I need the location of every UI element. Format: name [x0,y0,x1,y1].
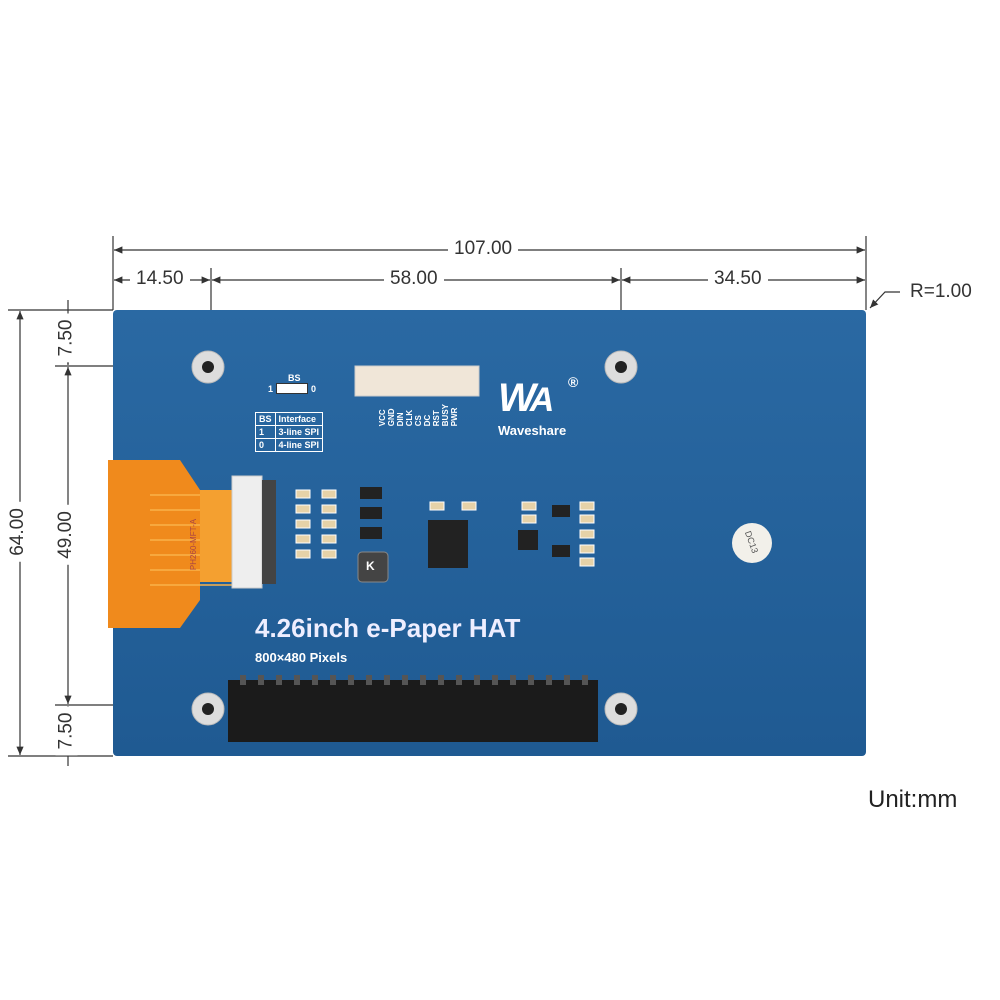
sticker [732,523,772,563]
pin-label: BUSY [441,404,450,427]
pin-label: CLK [405,409,414,427]
registered-mark: ® [568,374,579,390]
pin-label: GND [387,408,396,427]
gpio-header [228,680,598,742]
board-title: 4.26inch e-Paper HAT [255,613,521,643]
dim-total-width: 107.00 [448,238,519,260]
dim-hole-spacing: 58.00 [384,268,444,290]
pin-label: PWR [450,407,459,427]
table-header: BS [255,412,276,426]
driver-ic [428,520,468,568]
bs-jumper [276,383,309,394]
fpc-connector [231,475,276,589]
fpc-cable [108,460,235,628]
board-subtitle: 800×480 Pixels [255,650,348,665]
bs-selector: BS 1 0 [268,373,316,394]
inductor [357,551,389,583]
table-header: Interface [274,412,324,426]
pin-connector [354,365,480,397]
inductor-mark: K [366,559,375,573]
pin-label: DC [423,414,432,427]
table-cell: 1 [255,425,276,439]
dim-right-offset: 34.50 [708,268,768,290]
unit-label: Unit:mm [868,786,958,813]
table-cell: 4-line SPI [274,438,324,452]
bs-one: 1 [268,383,274,394]
table-cell: 0 [255,438,276,452]
pin-labels: VCC GND DIN CLK CS DC RST BUSY PWR [378,404,459,426]
dim-corner-radius: R=1.00 [904,281,978,303]
table-cell: 3-line SPI [274,425,324,439]
pin-label: DIN [396,412,405,427]
fpc-label: PH260-MFT-A [189,518,199,571]
bs-zero: 0 [311,383,317,394]
brand-name: Waveshare [498,423,567,438]
waveshare-logo: WA ® Waveshare [498,374,578,438]
bs-label: BS [288,373,301,383]
pin-label: VCC [378,409,387,427]
logo-mark: WA [498,376,554,420]
dim-left-offset: 14.50 [130,268,190,290]
pin-label: RST [432,410,441,427]
pin-label: CS [414,415,423,427]
